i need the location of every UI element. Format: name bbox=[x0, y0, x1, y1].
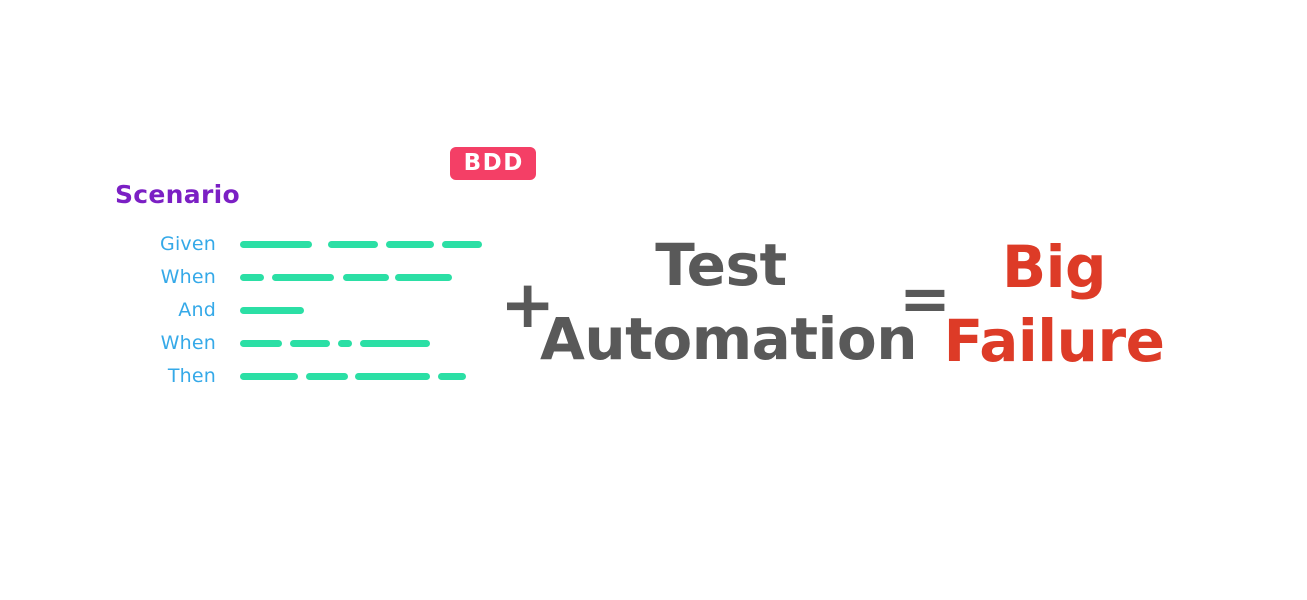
step-keyword: When bbox=[160, 332, 216, 354]
scenario-step-row: Then bbox=[112, 360, 492, 393]
test-automation-line-2: Automation bbox=[540, 305, 918, 374]
step-text-dash bbox=[272, 274, 334, 281]
step-text-dash bbox=[240, 340, 282, 347]
step-text-placeholder bbox=[240, 327, 492, 360]
test-automation-line-1: Test bbox=[655, 231, 787, 299]
scenario-step-row: When bbox=[112, 327, 492, 360]
step-text-dash bbox=[442, 241, 482, 248]
big-failure-line-1: Big bbox=[1001, 233, 1107, 301]
step-keyword: Given bbox=[160, 233, 216, 255]
step-text-dash bbox=[328, 241, 378, 248]
scenario-title: Scenario bbox=[115, 180, 240, 209]
step-text-dash bbox=[240, 241, 312, 248]
scenario-step-row: Given bbox=[112, 228, 492, 261]
step-text-dash bbox=[240, 307, 304, 314]
step-keyword: When bbox=[160, 266, 216, 288]
step-keyword: And bbox=[178, 299, 216, 321]
step-text-dash bbox=[355, 373, 430, 380]
step-text-dash bbox=[386, 241, 434, 248]
step-text-placeholder bbox=[240, 360, 492, 393]
bdd-badge: BDD bbox=[450, 147, 536, 180]
step-text-dash bbox=[240, 274, 264, 281]
step-text-dash bbox=[338, 340, 352, 347]
step-text-dash bbox=[306, 373, 348, 380]
step-text-placeholder bbox=[240, 261, 492, 294]
bdd-badge-label: BDD bbox=[463, 150, 524, 176]
plus-operator: + bbox=[500, 266, 556, 343]
step-text-dash bbox=[360, 340, 430, 347]
scenario-step-row: When bbox=[112, 261, 492, 294]
step-text-dash bbox=[290, 340, 330, 347]
step-text-placeholder bbox=[240, 228, 492, 261]
step-text-placeholder bbox=[240, 294, 492, 327]
step-text-dash bbox=[438, 373, 466, 380]
test-automation-term: Test Automation bbox=[540, 228, 918, 376]
step-keyword: Then bbox=[167, 365, 216, 387]
step-text-dash bbox=[240, 373, 298, 380]
big-failure-line-2: Failure bbox=[943, 307, 1165, 376]
scenario-step-row: And bbox=[112, 294, 492, 327]
equals-operator: = bbox=[899, 262, 951, 335]
step-text-dash bbox=[395, 274, 452, 281]
big-failure-term: Big Failure bbox=[938, 230, 1170, 378]
step-text-dash bbox=[343, 274, 389, 281]
